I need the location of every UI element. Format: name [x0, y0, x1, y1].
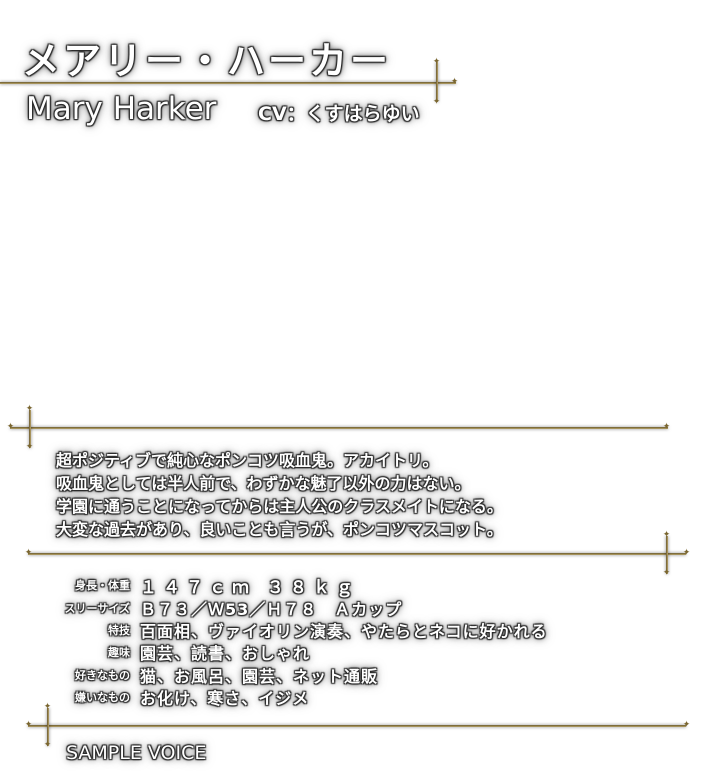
sample-voice-ornament-tick — [47, 708, 49, 746]
profile-divider — [28, 553, 686, 555]
sample-voice-divider — [28, 725, 686, 727]
profile-label: 特技 — [108, 623, 130, 637]
profile-label: 趣味 — [108, 646, 130, 660]
character-name-english: Mary Harker — [26, 91, 217, 127]
description-ornament-tick — [29, 410, 31, 448]
profile-label: 好きなもの — [75, 668, 130, 682]
description-line: 大変な過去があり、良いことも言うが、ポンコツマスコット。 — [56, 520, 503, 539]
ornament-finial-icon: ✦ — [24, 548, 33, 558]
ornament-finial-icon: ✦ — [43, 702, 52, 712]
ornament-finial-icon: ✦ — [682, 548, 691, 558]
profile-row: 嫌いなもの お化け、寒さ、イジメ — [40, 686, 548, 708]
profile-value: １４７ｃｍ ３８ｋｇ — [140, 577, 359, 598]
description-line: 超ポジティブで純心なポンコツ吸血鬼。アカイトリ。 — [56, 451, 439, 470]
profile-label: 嫌いなもの — [75, 691, 130, 705]
ornament-finial-icon: ✦ — [432, 57, 441, 67]
ornament-finial-icon: ✦ — [662, 568, 671, 578]
profile-label: 身長・体重 — [75, 579, 130, 593]
ornament-finial-icon: ✦ — [662, 422, 671, 432]
ornament-finial-icon: ✦ — [682, 720, 691, 730]
voice-actor-credit: CV：くすはらゆい — [258, 103, 420, 125]
ornament-finial-icon: ✦ — [25, 404, 34, 414]
profile-row: スリーサイズ Ｂ７３／Ｗ53／Ｈ７８ Ａカップ — [40, 596, 548, 619]
character-name-japanese: メアリー・ハーカー — [22, 39, 392, 83]
profile-value: 園芸、読書、おしゃれ — [140, 644, 311, 664]
profile-value: 百面相、ヴァイオリン演奏、やたらとネコに好かれる — [140, 621, 548, 641]
ornament-finial-icon: ✦ — [432, 97, 441, 107]
header-ornament-tick — [436, 62, 438, 102]
profile-table: 身長・体重 １４７ｃｍ ３８ｋｇ スリーサイズ Ｂ７３／Ｗ53／Ｈ７８ Ａカップ… — [40, 574, 548, 708]
ornament-finial-icon: ✦ — [24, 720, 33, 730]
profile-row: 身長・体重 １４７ｃｍ ３８ｋｇ — [40, 574, 548, 598]
description-line: 学園に通うことになってからは主人公のクラスメイトになる。 — [56, 497, 503, 516]
description-line: 吸血鬼としては半人前で、わずかな魅了以外の力はない。 — [56, 474, 471, 493]
profile-row: 特技 百面相、ヴァイオリン演奏、やたらとネコに好かれる — [40, 619, 548, 641]
header-divider — [0, 82, 456, 84]
sample-voice-button[interactable]: SAMPLE VOICE — [66, 742, 207, 764]
profile-value: Ｂ７３／Ｗ53／Ｈ７８ Ａカップ — [140, 599, 403, 619]
profile-label: スリーサイズ — [64, 601, 130, 615]
profile-row: 好きなもの 猫、お風呂、園芸、ネット通販 — [40, 664, 548, 686]
profile-ornament-tick — [666, 536, 668, 574]
ornament-finial-icon: ✦ — [662, 530, 671, 540]
ornament-finial-icon: ✦ — [43, 740, 52, 750]
ornament-finial-icon: ✦ — [450, 77, 459, 87]
character-description: 超ポジティブで純心なポンコツ吸血鬼。アカイトリ。 吸血鬼としては半人前で、わずか… — [56, 449, 503, 541]
ornament-finial-icon: ✦ — [25, 442, 34, 452]
description-divider — [10, 427, 668, 429]
profile-value: お化け、寒さ、イジメ — [140, 689, 310, 709]
profile-value: 猫、お風呂、園芸、ネット通販 — [140, 666, 379, 686]
ornament-finial-icon: ✦ — [6, 422, 15, 432]
profile-row: 趣味 園芸、読書、おしゃれ — [40, 641, 548, 663]
